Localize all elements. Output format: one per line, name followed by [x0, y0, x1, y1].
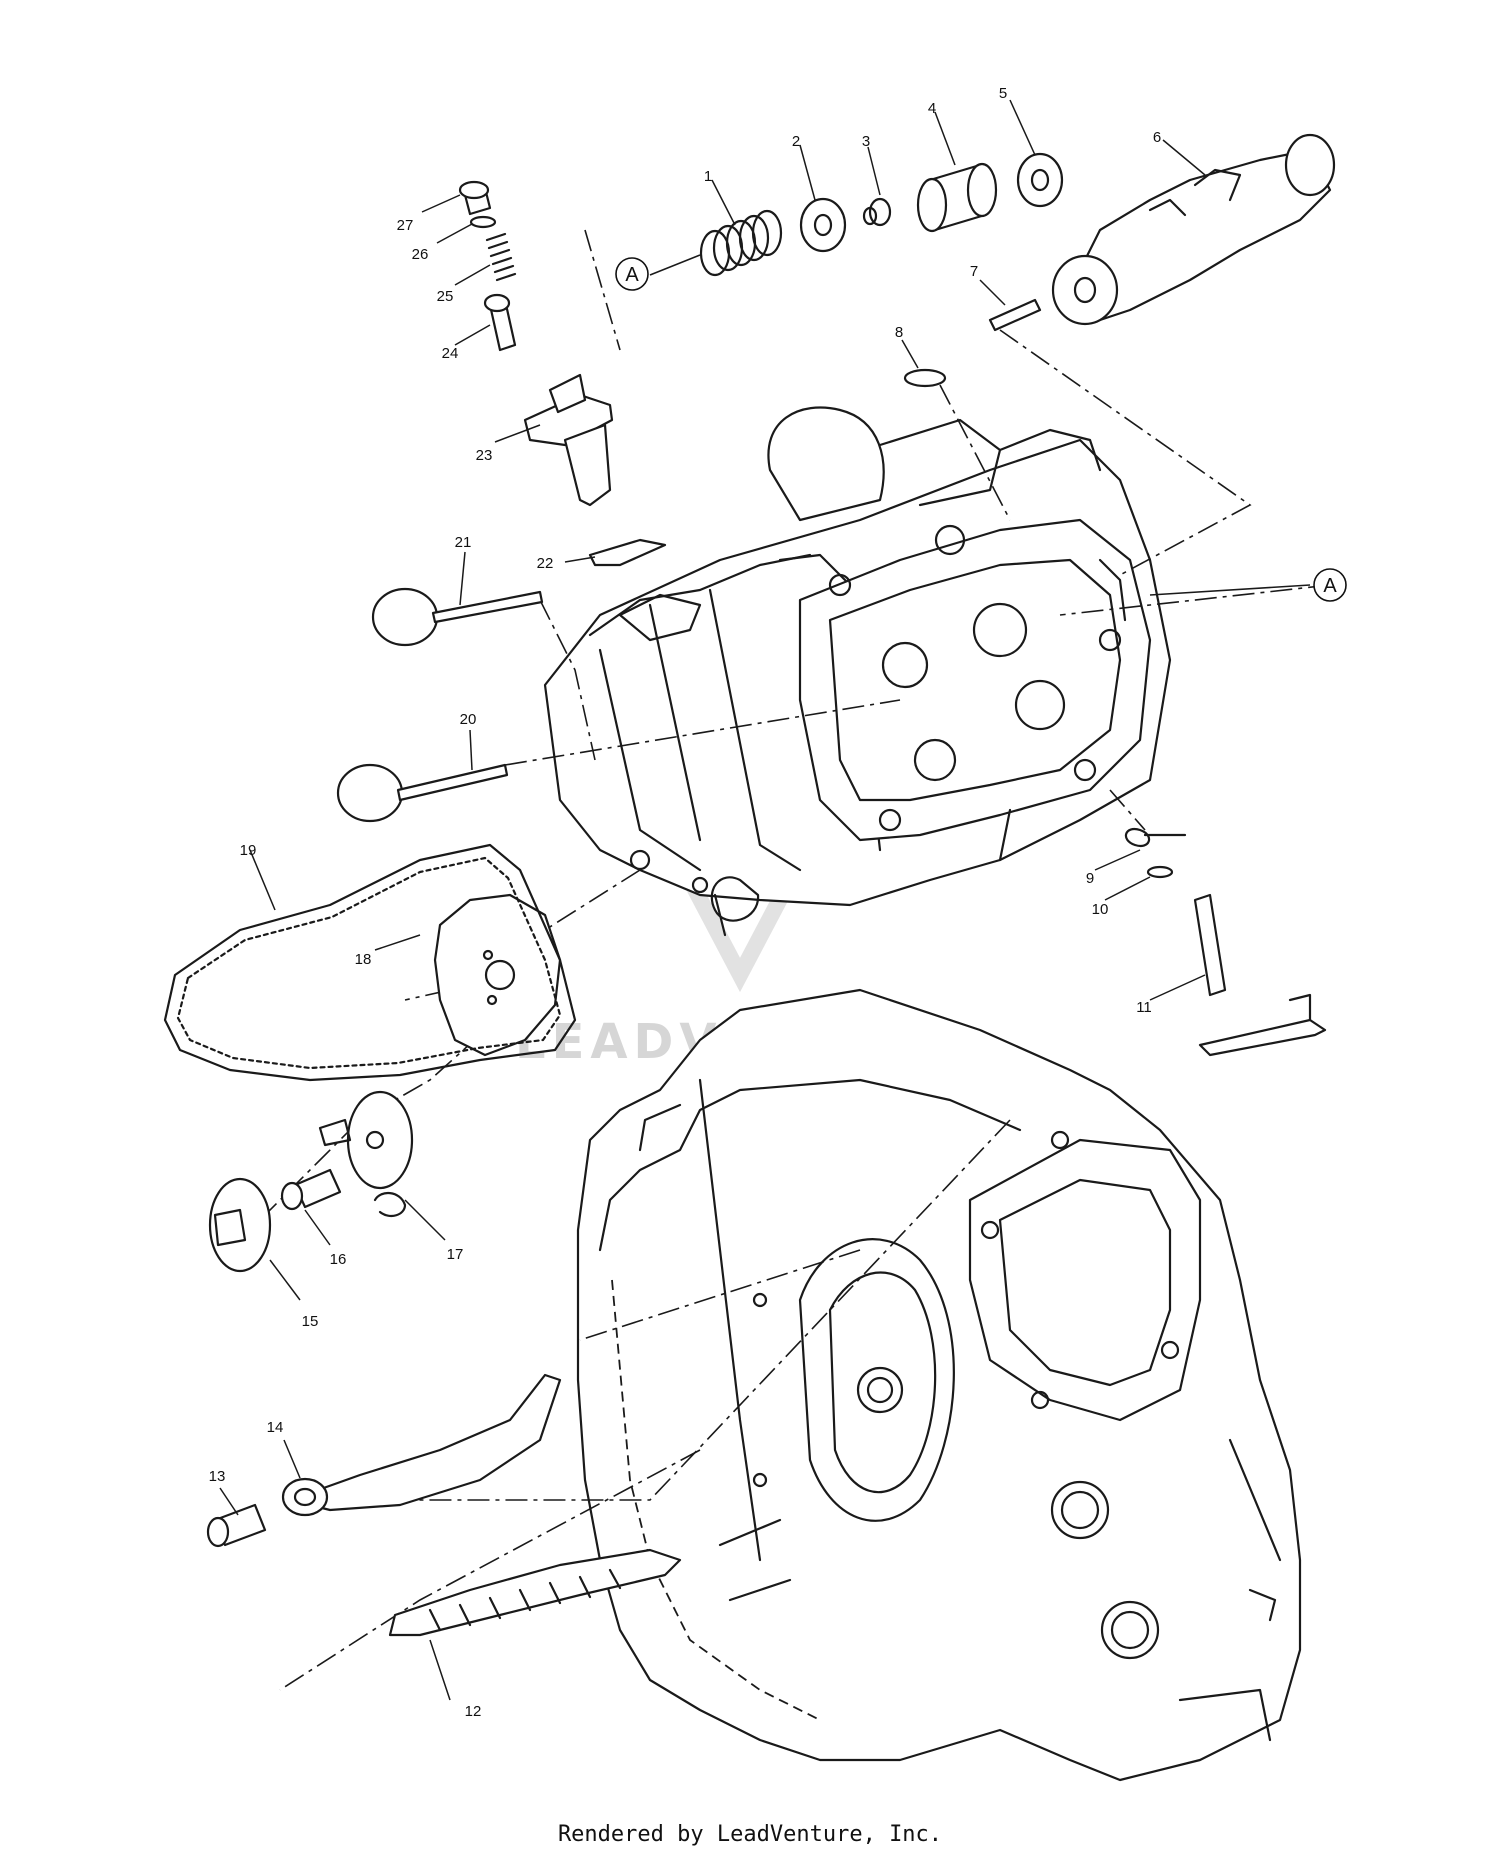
part-18-cam-sprocket: [433, 893, 562, 1057]
callout-23: 23: [476, 447, 493, 464]
callout-12: 12: [465, 1703, 482, 1720]
callout-17: 17: [447, 1246, 464, 1263]
part-17-decompression-assy: [318, 1090, 414, 1218]
part-16-bolt: [280, 1168, 342, 1211]
reference-lines: [259, 229, 1331, 1691]
callout-19: 19: [240, 842, 257, 859]
part-26-washer: [469, 215, 497, 229]
part-5-shim: [1016, 152, 1064, 208]
callout-25: 25: [437, 288, 454, 305]
part-2-spring-retainer: [799, 197, 847, 253]
footer-credit: Rendered by LeadVenture, Inc.: [557, 1822, 943, 1847]
callout-14: 14: [267, 1419, 284, 1436]
callout-13: 13: [209, 1468, 226, 1485]
part-11-decompression-shaft: [1193, 893, 1327, 1057]
callout-1: 1: [704, 168, 712, 185]
part-9-torsion-spring: [1124, 827, 1187, 848]
part-12-chain-guide: [388, 1548, 682, 1637]
callout-7: 7: [970, 263, 978, 280]
reference-marker-label: A: [1323, 575, 1337, 597]
part-14-chain-tensioner-arm: [281, 1373, 562, 1517]
callout-4: 4: [928, 100, 936, 117]
part-8-o-ring: [903, 368, 947, 388]
part-6-camshaft: [1051, 133, 1336, 326]
part-24-bolt: [483, 293, 517, 352]
reference-marker-a-right: A: [1313, 568, 1347, 602]
part-15-sprocket-hub: [208, 1177, 272, 1273]
part-27-cap-bolt: [458, 180, 492, 216]
part-1-valve-spring: [699, 209, 783, 277]
callout-26: 26: [412, 246, 429, 263]
reference-marker-label: A: [625, 264, 639, 286]
part-19-cam-chain: [163, 843, 577, 1082]
callout-22: 22: [537, 555, 554, 572]
callout-6: 6: [1153, 129, 1161, 146]
callout-8: 8: [895, 324, 903, 341]
callout-18: 18: [355, 951, 372, 968]
callout-16: 16: [330, 1251, 347, 1268]
part-13-pivot-bolt: [206, 1503, 267, 1548]
callout-27: 27: [397, 217, 414, 234]
part-3-valve-cotter: [862, 197, 892, 227]
callout-3: 3: [862, 133, 870, 150]
part-21-valve: [371, 587, 544, 647]
callout-24: 24: [442, 345, 459, 362]
reference-marker-a-left: A: [615, 257, 649, 291]
callout-labels: 1 2 3 4 5 6 7 8 9 10 11 12 13 14 15 16 1…: [209, 85, 1162, 1720]
part-7-dowel-pin: [988, 298, 1042, 332]
callout-11: 11: [1136, 999, 1152, 1016]
callout-20: 20: [460, 711, 477, 728]
part-20-valve: [336, 763, 509, 823]
cylinder-head: [543, 406, 1172, 937]
part-25-spring: [485, 232, 517, 282]
callout-5: 5: [999, 85, 1007, 102]
crankcase: [576, 988, 1302, 1782]
part-4-valve-lifter: [916, 162, 998, 233]
callout-10: 10: [1092, 901, 1109, 918]
callout-15: 15: [302, 1313, 319, 1330]
part-10-washer: [1146, 865, 1174, 879]
callout-9: 9: [1086, 870, 1094, 887]
callout-2: 2: [792, 133, 800, 150]
part-22-gasket: [588, 538, 667, 567]
part-23-cam-chain-tensioner: [523, 373, 614, 507]
leader-lines: [219, 99, 1311, 1701]
callout-21: 21: [455, 534, 472, 551]
